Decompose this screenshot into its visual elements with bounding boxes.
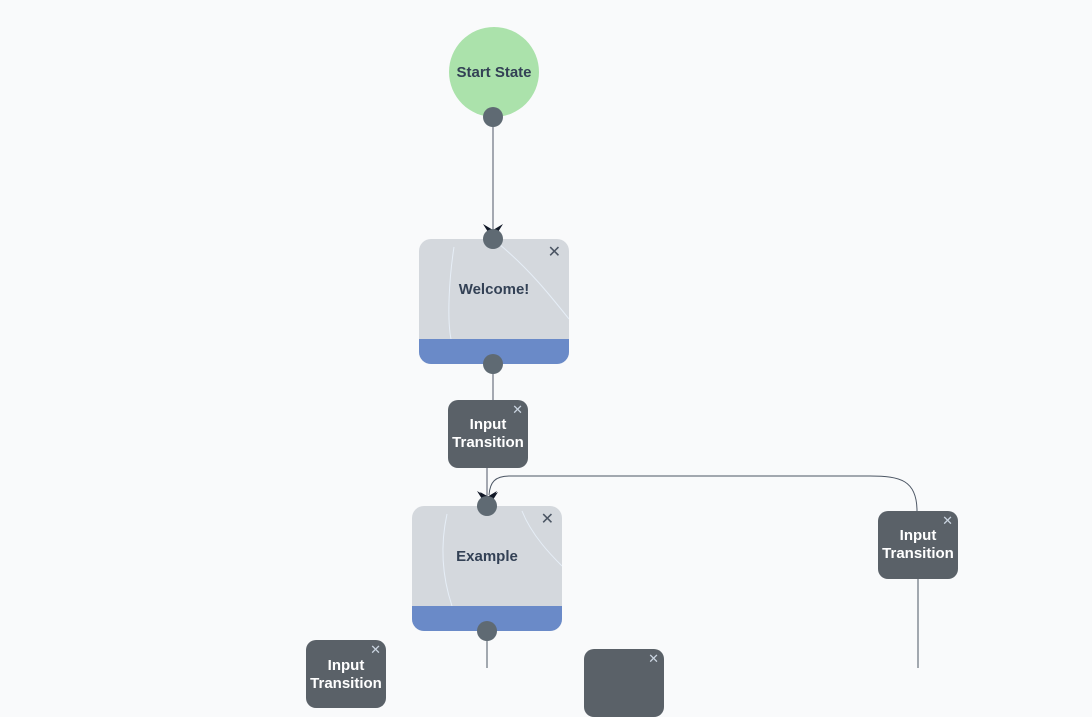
- close-icon[interactable]: ✕: [648, 651, 659, 666]
- state-node-welcome[interactable]: Welcome! ✕: [419, 239, 569, 364]
- start-state-node[interactable]: Start State: [449, 27, 539, 117]
- state-node-example[interactable]: Example ✕: [412, 506, 562, 631]
- transition-node[interactable]: ✕: [584, 649, 664, 717]
- close-icon[interactable]: ✕: [512, 402, 523, 417]
- edge-right-transition-to-example: [488, 475, 918, 512]
- start-state-label: Start State: [456, 63, 532, 81]
- welcome-output-port[interactable]: [483, 354, 503, 374]
- close-icon[interactable]: ✕: [942, 513, 953, 528]
- start-output-port[interactable]: [483, 107, 503, 127]
- state-texture: [442, 510, 562, 607]
- close-icon[interactable]: ✕: [540, 511, 554, 528]
- close-icon[interactable]: ✕: [547, 244, 561, 261]
- example-output-port[interactable]: [477, 621, 497, 641]
- state-texture: [448, 243, 569, 340]
- state-label: Welcome!: [458, 280, 530, 298]
- state-label: Example: [456, 547, 518, 565]
- welcome-input-port[interactable]: [483, 229, 503, 249]
- example-input-port[interactable]: [477, 496, 497, 516]
- close-icon[interactable]: ✕: [370, 642, 381, 657]
